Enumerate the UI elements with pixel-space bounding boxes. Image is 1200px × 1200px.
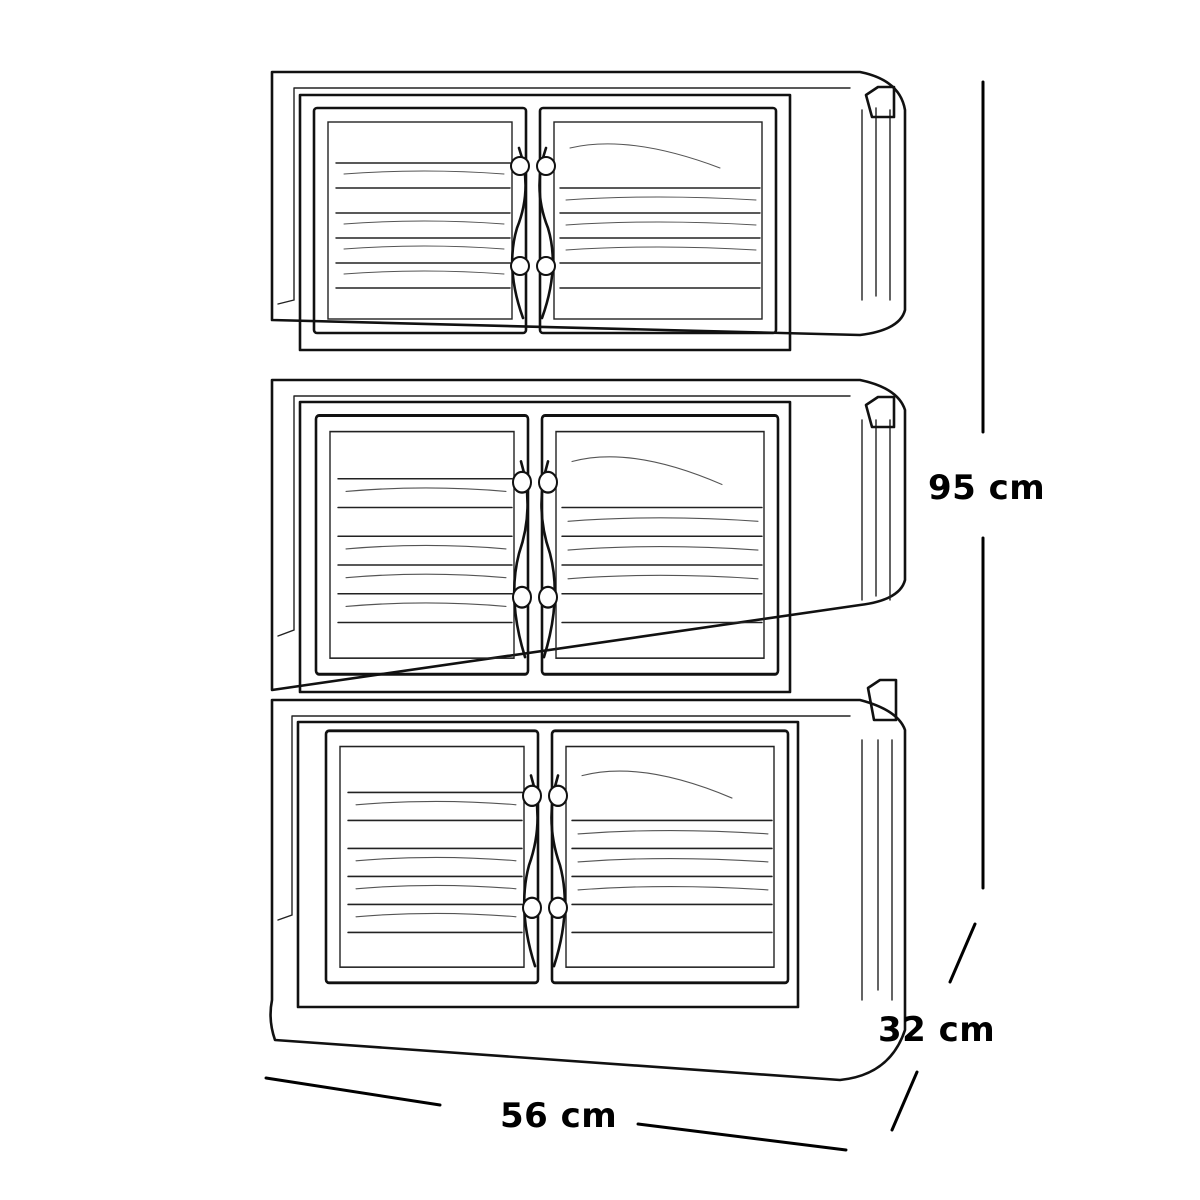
tier-top [270, 70, 907, 352]
depth-label: 32 cm [878, 1010, 996, 1050]
width-dimension-line [264, 1076, 848, 1152]
tier-bottom [269, 678, 907, 1082]
tier-middle [270, 378, 907, 694]
width-label: 56 cm [500, 1096, 618, 1136]
height-label: 95 cm [928, 468, 1046, 508]
depth-dimension-line [890, 922, 977, 1132]
